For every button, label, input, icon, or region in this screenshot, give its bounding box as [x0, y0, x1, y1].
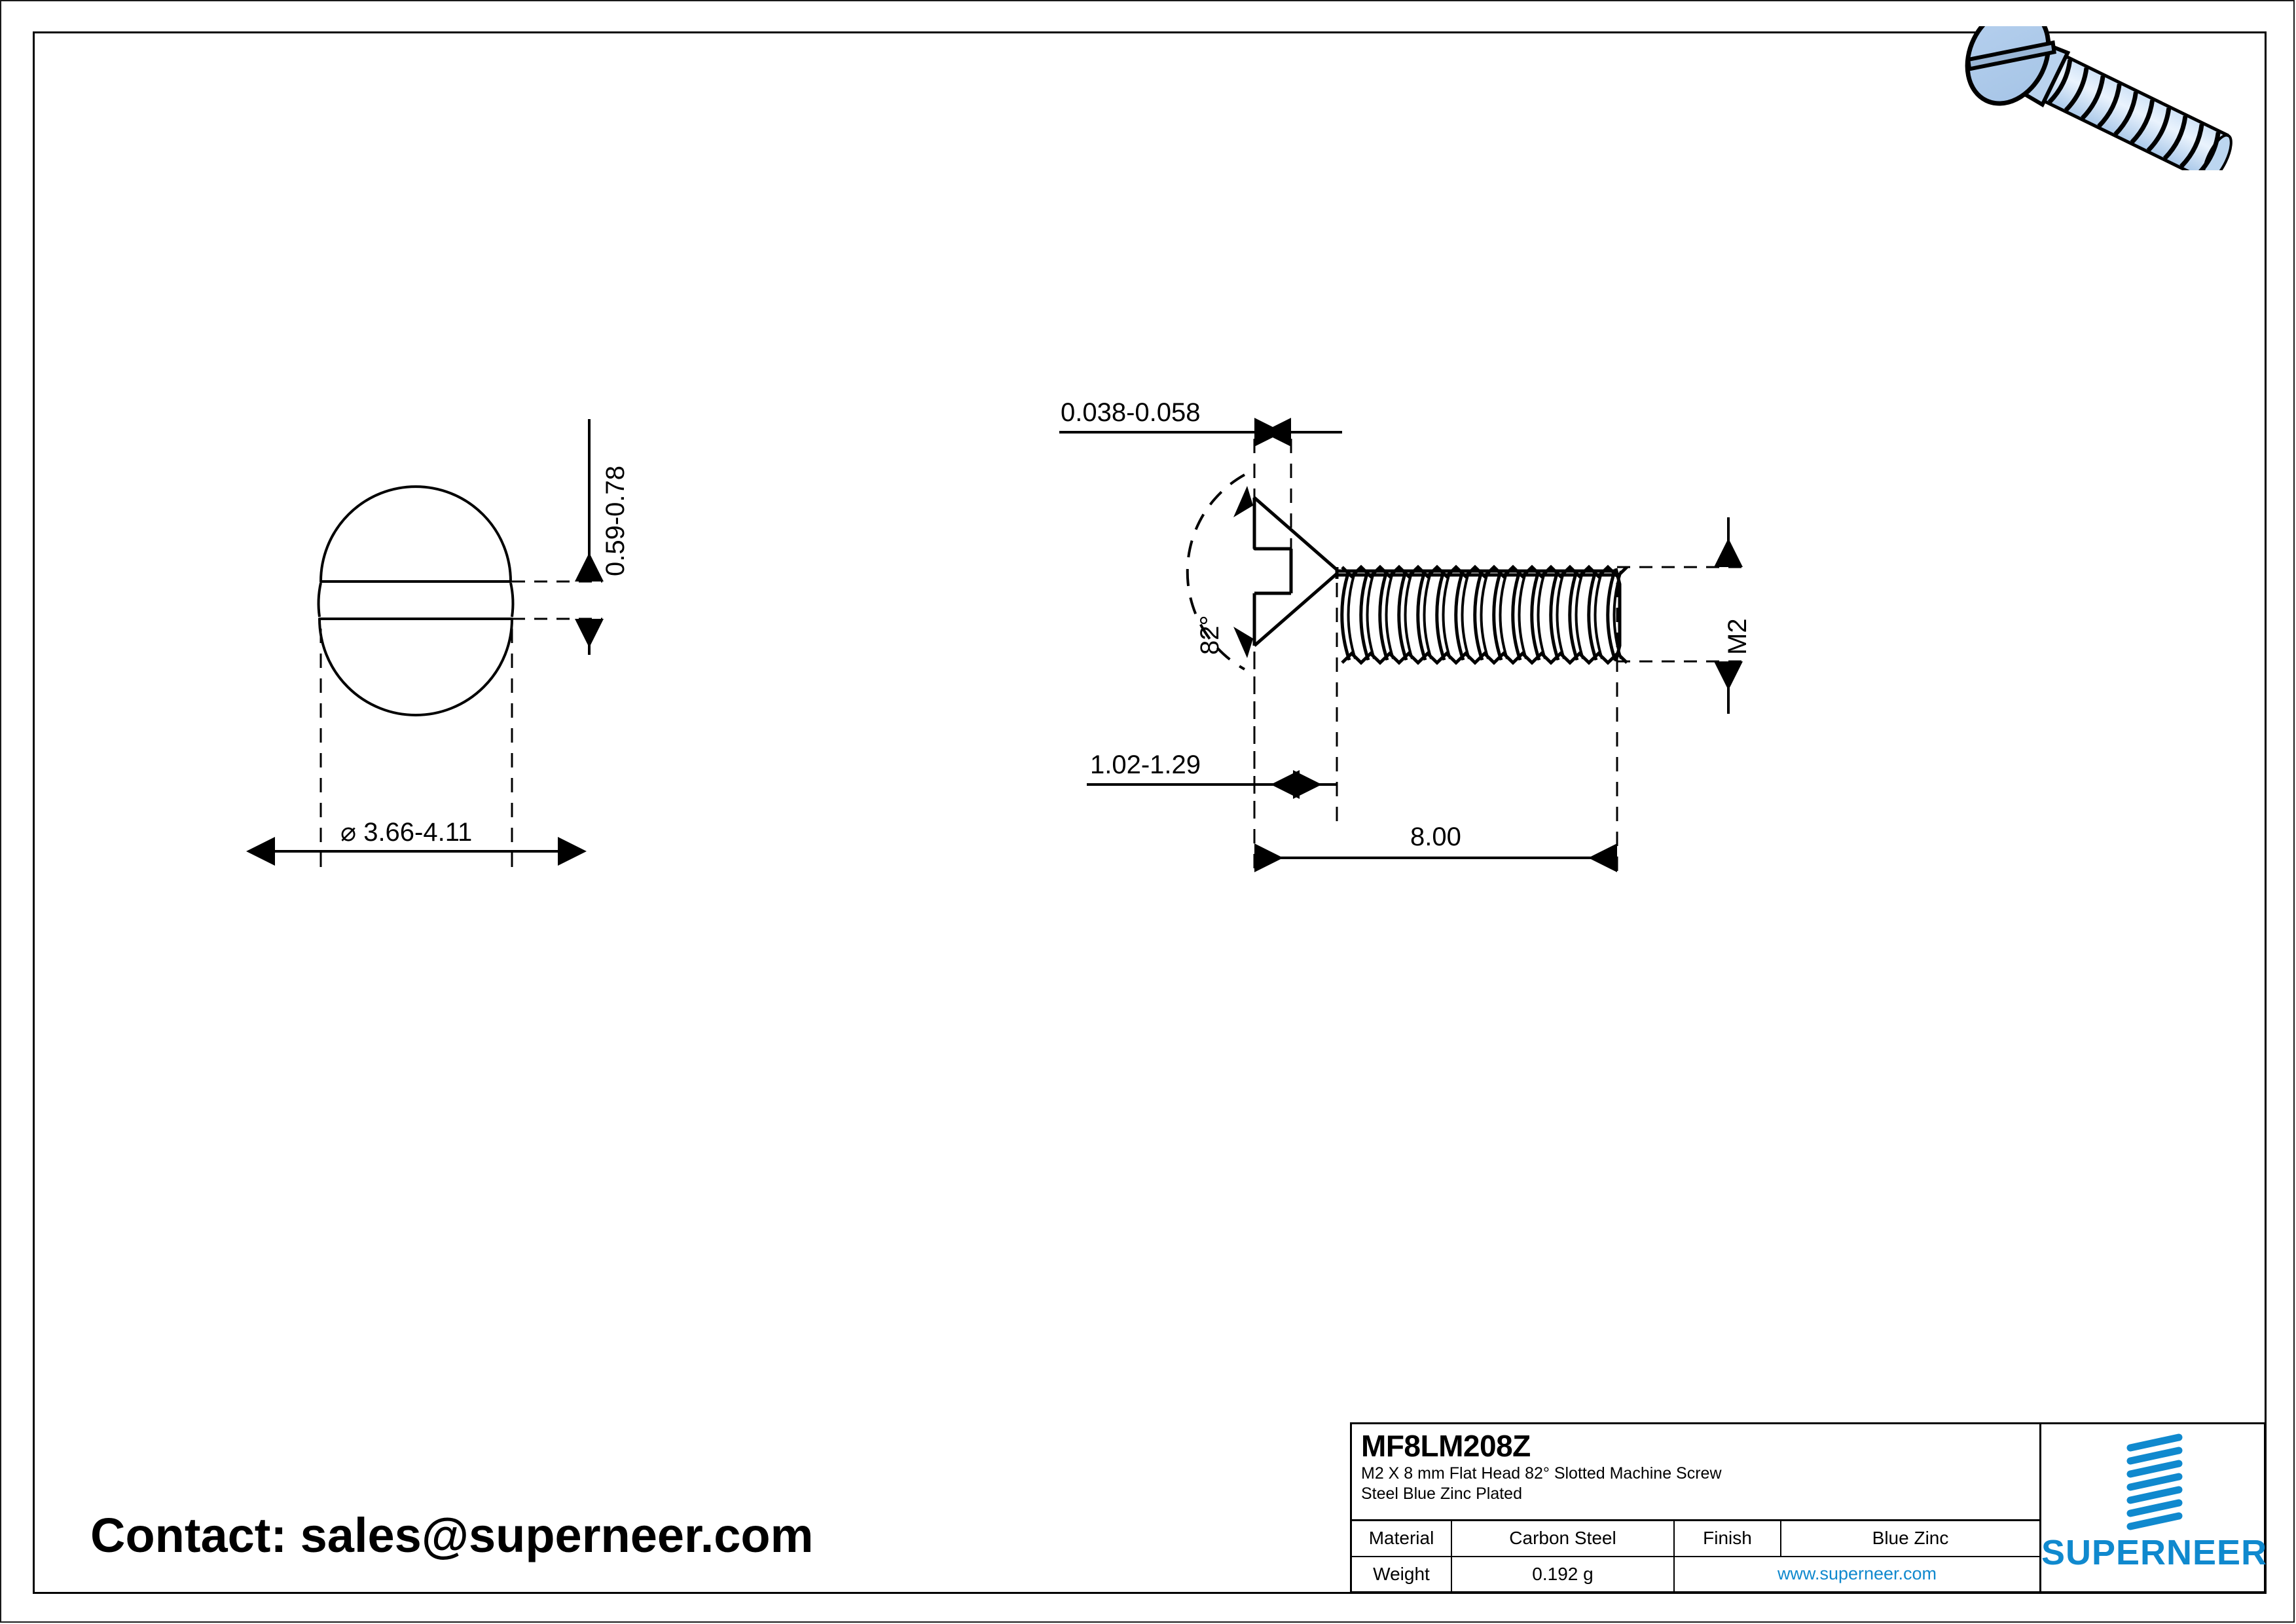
- table-row: Weight 0.192 g www.superneer.com: [1352, 1557, 2039, 1591]
- title-block-brand: SUPERNEER: [2041, 1424, 2268, 1591]
- contact-text: Contact: sales@superneer.com: [90, 1508, 814, 1562]
- head-diameter-dimension-label: ⌀ 3.66-4.11: [340, 818, 473, 847]
- screw-3d-shank: [2041, 54, 2232, 170]
- slot-depth-dimension-label: 0.038-0.058: [1061, 398, 1201, 427]
- screw-3d-slot: [1965, 40, 2056, 71]
- material-value: Carbon Steel: [1452, 1521, 1675, 1556]
- part-number: MF8LM208Z: [1361, 1429, 1531, 1463]
- sheet-inner-frame: [33, 31, 2267, 1594]
- part-description-line1: M2 X 8 mm Flat Head 82° Slotted Machine …: [1361, 1464, 1722, 1483]
- screw-3d-illustration: [1965, 26, 2232, 170]
- head-height-dimension-label: 1.02-1.29: [1090, 750, 1201, 779]
- length-dimension-label: 8.00: [1410, 822, 1461, 851]
- weight-label: Weight: [1352, 1557, 1452, 1591]
- brand-name: SUPERNEER: [2041, 1533, 2268, 1572]
- title-block-spec-table: Material Carbon Steel Finish Blue Zinc W…: [1352, 1521, 2039, 1591]
- title-block-left: MF8LM208Z M2 X 8 mm Flat Head 82° Slotte…: [1352, 1424, 2041, 1591]
- weight-value: 0.192 g: [1452, 1557, 1675, 1591]
- slot-width-dimension-label: 0.59-0.78: [601, 465, 630, 576]
- title-block: MF8LM208Z M2 X 8 mm Flat Head 82° Slotte…: [1350, 1422, 2268, 1593]
- table-row: Material Carbon Steel Finish Blue Zinc: [1352, 1521, 2039, 1557]
- finish-value: Blue Zinc: [1872, 1528, 1949, 1549]
- title-block-header: MF8LM208Z M2 X 8 mm Flat Head 82° Slotte…: [1352, 1424, 2039, 1521]
- part-description-line2: Steel Blue Zinc Plated: [1361, 1485, 1522, 1503]
- hatched-bar-logo-icon: [2126, 1433, 2183, 1530]
- website-link[interactable]: www.superneer.com: [1777, 1564, 1937, 1584]
- finish-label: Finish: [1675, 1521, 1781, 1556]
- screw-3d-head: [1965, 26, 2071, 107]
- head-angle-dimension-label: 82°: [1195, 615, 1224, 655]
- thread-size-dimension-label: M2: [1723, 618, 1752, 655]
- material-label: Material: [1352, 1521, 1452, 1556]
